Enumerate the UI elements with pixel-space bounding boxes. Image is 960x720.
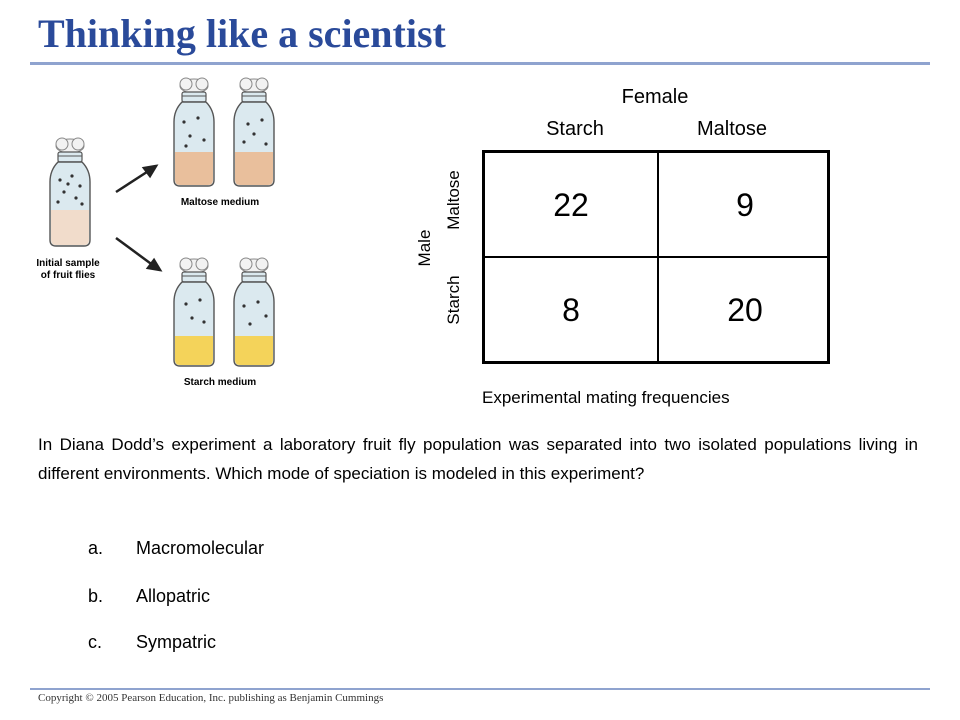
cell-starch-maltose: 20 xyxy=(727,291,763,328)
female-col-maltose: Maltose xyxy=(696,118,768,140)
option-b-label: Allopatric xyxy=(136,586,211,606)
female-col-starch: Starch xyxy=(546,118,604,140)
table-caption: Experimental mating frequencies xyxy=(482,388,730,407)
footer-divider xyxy=(30,688,930,690)
starch-medium-label: Starch medium xyxy=(184,377,256,388)
male-header: Male xyxy=(415,229,434,267)
question-text: In Diana Dodd’s experiment a laboratory … xyxy=(38,435,918,483)
option-a[interactable]: a. Macromolecular xyxy=(88,538,264,559)
cell-maltose-maltose: 9 xyxy=(736,186,754,223)
option-b[interactable]: b. Allopatric xyxy=(88,586,210,607)
table-horizontal-divider xyxy=(485,256,827,258)
cell-maltose-starch: 22 xyxy=(553,186,589,223)
female-header: Female xyxy=(621,86,689,108)
male-row-starch: Starch xyxy=(444,275,463,325)
male-row-maltose: Maltose xyxy=(444,170,463,230)
option-a-letter: a. xyxy=(88,538,104,558)
option-a-label: Macromolecular xyxy=(136,538,265,558)
mating-frequency-table: 22 9 8 20 xyxy=(482,150,830,364)
maltose-medium-label: Maltose medium xyxy=(181,197,259,208)
option-b-letter: b. xyxy=(88,586,104,606)
option-c[interactable]: c. Sympatric xyxy=(88,632,216,653)
option-c-letter: c. xyxy=(88,632,103,652)
slide-title: Thinking like a scientist xyxy=(38,11,446,56)
cell-starch-starch: 8 xyxy=(562,291,580,328)
option-c-label: Sympatric xyxy=(136,632,217,652)
title-divider xyxy=(30,62,930,65)
copyright-footer: Copyright © 2005 Pearson Education, Inc.… xyxy=(38,692,384,704)
